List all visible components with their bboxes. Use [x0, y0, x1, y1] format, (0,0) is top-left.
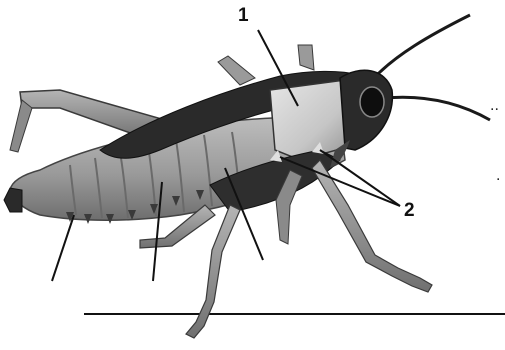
callout-2: 2 — [404, 201, 415, 220]
abdomen-tip — [4, 188, 22, 212]
leader-line-bottom-a — [52, 215, 74, 281]
compound-eye — [360, 87, 384, 117]
callout-1: 1 — [238, 6, 249, 25]
edge-mark-lower: . — [496, 168, 500, 184]
antenna-lower — [385, 97, 490, 120]
hind-leg-far-tibia — [10, 100, 32, 152]
edge-mark-upper: .. — [490, 98, 499, 114]
front-leg-near — [312, 160, 432, 292]
antenna-upper — [372, 15, 470, 80]
middle-leg-far — [218, 56, 255, 85]
front-leg-far — [298, 45, 314, 70]
